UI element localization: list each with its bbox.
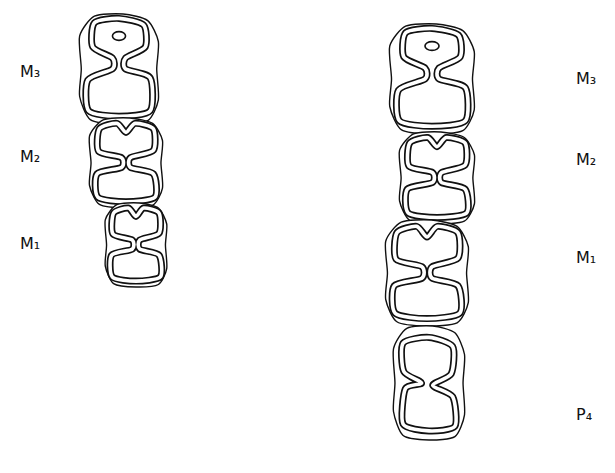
enamel-band (396, 28, 468, 126)
crown-outline (399, 132, 475, 224)
dentine-line (110, 208, 162, 281)
enamel-band (392, 226, 461, 318)
dentine-line (405, 137, 468, 217)
enamel-band (110, 208, 162, 281)
crown-outline (393, 326, 465, 440)
enamel-band (401, 337, 456, 431)
tooth-crown (385, 220, 468, 326)
crown-outline (89, 118, 163, 208)
tooth-label: M₃ (20, 64, 40, 80)
tooth-crown (79, 14, 158, 124)
crown-outline (105, 203, 167, 287)
tooth-label: P₄ (576, 407, 592, 423)
dentine-line (95, 123, 156, 201)
enamel-islet (112, 32, 125, 41)
tooth-crown (89, 118, 163, 208)
tooth-label: M₁ (576, 250, 596, 266)
crown-outline (79, 14, 158, 124)
tooth-crown (399, 132, 475, 224)
tooth-label: M₃ (576, 71, 596, 87)
tooth-label: M₂ (20, 149, 40, 165)
enamel-islet (425, 42, 439, 51)
tooth-label: M₁ (20, 236, 40, 252)
tooth-crown (393, 326, 465, 440)
crown-outline (389, 24, 474, 134)
crown-outline (385, 220, 468, 326)
dentine-line (401, 337, 456, 431)
enamel-band (86, 18, 153, 116)
dentine-line (392, 226, 461, 318)
enamel-band (95, 123, 156, 201)
tooth-crown (389, 24, 474, 134)
dentine-line (396, 28, 468, 126)
tooth-crown (105, 203, 167, 287)
dentine-line (86, 18, 153, 116)
tooth-label: M₂ (576, 152, 596, 168)
enamel-band (405, 137, 468, 217)
